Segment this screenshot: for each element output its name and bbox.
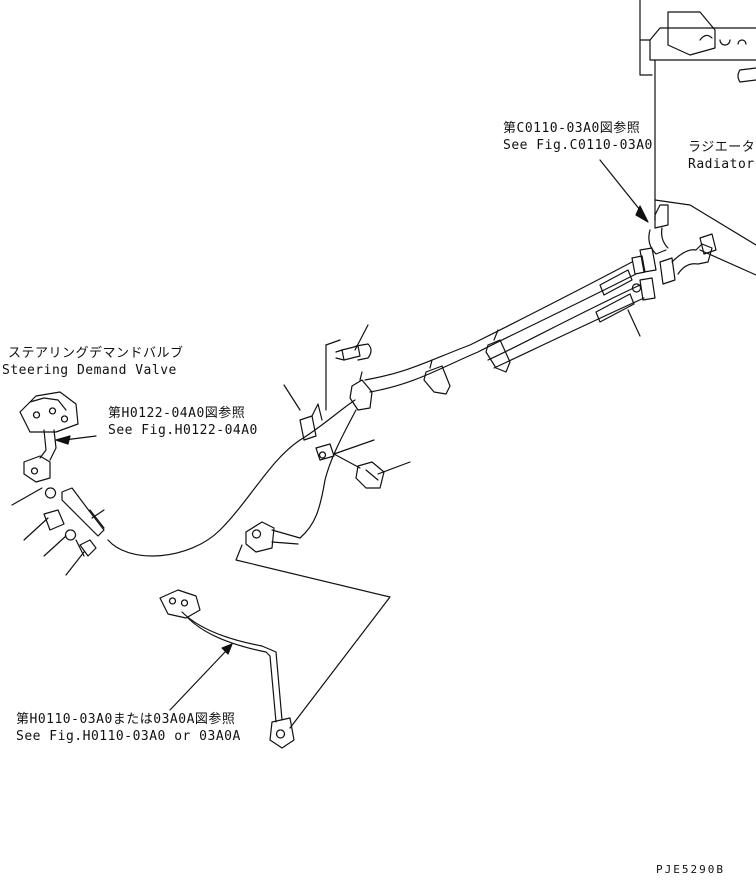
ref-h0122-en-label: See Fig.H0122-04A0 <box>108 423 258 438</box>
radiator-jp-label: ラジエータ <box>688 140 756 155</box>
steering-valve <box>19 391 79 483</box>
ref-c0110-jp-label: 第C0110-03A0図参照 <box>503 121 641 136</box>
bracket-mid <box>299 403 323 441</box>
connection-lines <box>235 544 391 729</box>
radiator-en-label: Radiator <box>688 157 755 172</box>
small-parts <box>43 487 105 557</box>
ref-h0110-jp-label: 第H0110-03A0または03A0A図参照 <box>16 712 236 727</box>
radiator-fittings <box>631 204 717 301</box>
clip-bolt-middle <box>315 443 385 489</box>
radiator-body <box>639 0 756 276</box>
ref-c0110-en-label: See Fig.C0110-03A0 <box>503 138 653 153</box>
valve-en-label: Steering Demand Valve <box>2 363 177 378</box>
drawing-code: PJE5290B <box>656 863 725 876</box>
lower-pipe <box>159 589 295 749</box>
ref-h0110-en-label: See Fig.H0110-03A0 or 03A0A <box>16 729 241 744</box>
hose-clamps <box>349 329 511 411</box>
ref-h0122-jp-label: 第H0122-04A0図参照 <box>108 406 246 421</box>
lower-hose-end <box>245 521 301 553</box>
steering-hose <box>107 399 357 557</box>
bolt-upper <box>325 339 372 411</box>
main-hoses <box>364 261 645 393</box>
leader-lines <box>11 159 649 711</box>
valve-jp-label: ステアリングデマンドバルブ <box>8 346 184 361</box>
